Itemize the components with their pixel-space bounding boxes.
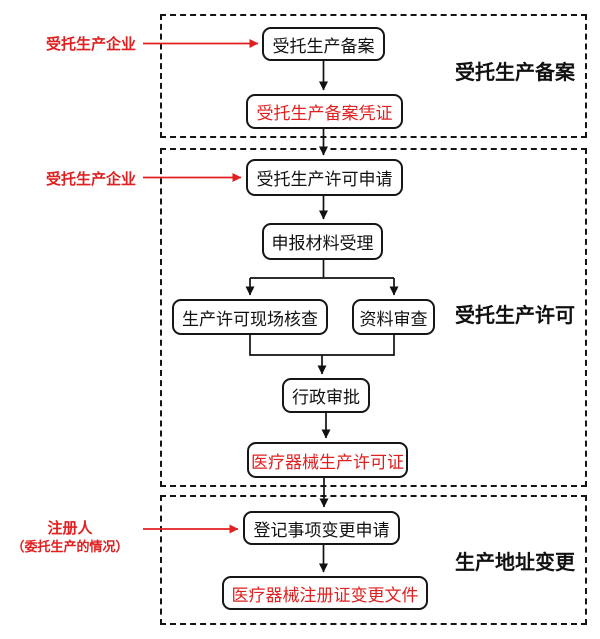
node-onsite-inspection: 生产许可现场核查 — [172, 299, 328, 335]
node-filing-certificate: 受托生产备案凭证 — [246, 94, 403, 129]
section-title-consignment-license: 受托生产许可 — [455, 303, 575, 327]
node-administrative-approval: 行政审批 — [282, 378, 370, 413]
actor-label-consignee-2: 受托生产企业 — [45, 170, 136, 188]
actor-label-registrant-main: 注册人 — [47, 519, 93, 537]
node-document-review: 资料审查 — [352, 299, 435, 335]
section-consignment-license — [160, 148, 587, 487]
node-consignment-filing: 受托生产备案 — [262, 27, 385, 61]
section-title-consignment-filing: 受托生产备案 — [455, 60, 575, 84]
actor-label-registrant: 注册人 （委托生产的情况） — [2, 519, 138, 556]
section-title-address-change: 生产地址变更 — [455, 550, 575, 574]
node-material-acceptance: 申报材料受理 — [262, 223, 383, 260]
node-registration-change-document: 医疗器械注册证变更文件 — [222, 576, 428, 610]
section-consignment-filing — [160, 14, 587, 138]
node-license-application: 受托生产许可申请 — [246, 159, 403, 196]
node-registration-change-application: 登记事项变更申请 — [243, 511, 400, 545]
actor-label-registrant-note: （委托生产的情况） — [11, 540, 129, 555]
section-address-change — [160, 495, 587, 625]
actor-label-consignee-1: 受托生产企业 — [45, 35, 136, 53]
node-production-license: 医疗器械生产许可证 — [247, 442, 408, 478]
